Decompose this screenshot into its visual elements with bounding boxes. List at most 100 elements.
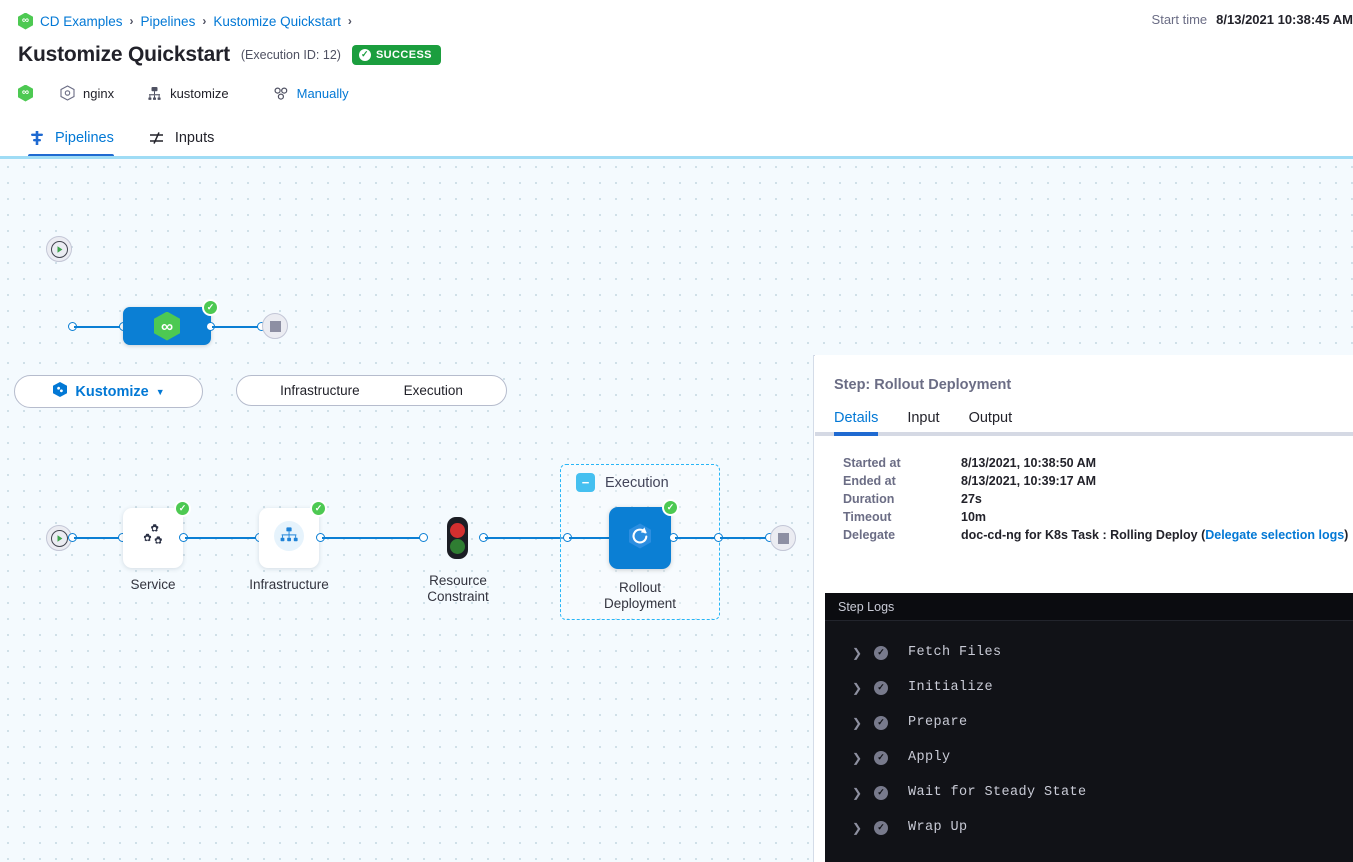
breadcrumb-item-kustomize-quickstart[interactable]: Kustomize Quickstart	[213, 13, 341, 29]
meta-infrastructure: kustomize	[146, 85, 229, 101]
status-success-icon: ✓	[874, 715, 888, 730]
tab-output[interactable]: Output	[968, 410, 1013, 426]
breadcrumb-item-cd-examples[interactable]: CD Examples	[40, 13, 123, 29]
execution-group-title: Execution	[605, 474, 669, 491]
detail-key: Ended at	[843, 474, 896, 488]
graph-edge	[74, 326, 123, 328]
log-row[interactable]: ❯ ✓ Fetch Files	[825, 635, 1353, 670]
graph-edge	[720, 537, 768, 539]
tab-details[interactable]: Details	[834, 410, 879, 436]
start-time-value: 8/13/2021 10:38:45 AM	[1216, 12, 1353, 27]
graph-port	[419, 533, 428, 542]
trigger-manual-icon	[273, 85, 289, 101]
status-success-icon: ✓	[874, 645, 888, 660]
infrastructure-icon	[146, 85, 162, 101]
pipeline-graph-bottom[interactable]: Kustomize ▼ Infrastructure Execution	[0, 355, 814, 862]
status-success-icon: ✓	[174, 500, 191, 517]
delegate-text: doc-cd-ng for K8s Task : Rolling Deploy …	[961, 528, 1206, 542]
graph-edge	[485, 537, 564, 539]
log-row[interactable]: ❯ ✓ Wrap Up	[825, 810, 1353, 845]
tab-inputs[interactable]: Inputs	[148, 129, 215, 156]
graph-edge	[74, 537, 120, 539]
traffic-light-green-icon	[450, 538, 465, 554]
page-header: ∞ CD Examples › Pipelines › Kustomize Qu…	[0, 0, 1353, 112]
tab-inputs-label: Inputs	[174, 129, 215, 146]
step-node-infrastructure[interactable]: ✓	[259, 500, 327, 568]
graph-edge	[212, 326, 261, 328]
status-success-icon: ✓	[662, 499, 679, 516]
stop-icon	[269, 320, 281, 332]
infra-tree-icon	[272, 519, 306, 558]
chevron-right-icon[interactable]: ❯	[852, 750, 863, 765]
log-row[interactable]: ❯ ✓ Prepare	[825, 705, 1353, 740]
pipeline-graph-top[interactable]: ∞ ✓ Kustomize	[0, 156, 1353, 376]
graph-end-node[interactable]	[770, 525, 796, 551]
stage-selector[interactable]: Kustomize ▼	[14, 375, 203, 408]
page-title: Kustomize Quickstart	[18, 42, 230, 66]
tab-pipelines[interactable]: Pipelines	[28, 129, 114, 158]
step-logs-body[interactable]: ❯ ✓ Fetch Files ❯ ✓ Initialize ❯ ✓ Prepa…	[825, 621, 1353, 862]
meta-service: nginx	[59, 85, 114, 101]
detail-key: Timeout	[843, 510, 892, 524]
segment-execution[interactable]: Execution	[403, 383, 463, 398]
step-node-service[interactable]: ✓	[123, 500, 191, 568]
detail-row-delegate: Delegate doc-cd-ng for K8s Task : Rollin…	[843, 528, 1353, 542]
status-success-icon: ✓	[874, 680, 888, 695]
step-detail-tabs: Details Input Output	[815, 410, 1353, 436]
detail-key: Started at	[843, 456, 901, 470]
chevron-right-icon[interactable]: ❯	[852, 645, 863, 660]
graph-edge	[569, 537, 609, 539]
status-badge-label: SUCCESS	[375, 48, 432, 61]
graph-end-node[interactable]	[262, 313, 288, 339]
title-row: Kustomize Quickstart (Execution ID: 12) …	[0, 41, 1353, 68]
step-node-rollout-deployment[interactable]: ✓	[609, 499, 679, 569]
play-icon	[50, 529, 68, 547]
meta-trigger[interactable]: Manually	[273, 85, 349, 101]
graph-start-node[interactable]	[46, 236, 72, 262]
step-node-resource-constraint[interactable]	[447, 517, 468, 559]
inputs-icon	[148, 129, 165, 146]
chevron-right-icon[interactable]: ❯	[852, 715, 863, 730]
chevron-right-icon[interactable]: ❯	[852, 820, 863, 835]
step-node-infrastructure-label: Infrastructure	[249, 577, 329, 592]
detail-row: Ended at 8/13/2021, 10:39:17 AM	[843, 474, 1353, 488]
play-icon	[50, 240, 68, 258]
log-row-label: Prepare	[908, 715, 968, 730]
log-row[interactable]: ❯ ✓ Apply	[825, 740, 1353, 775]
meta-harness: ∞	[18, 84, 33, 102]
chevron-right-icon[interactable]: ❯	[852, 680, 863, 695]
breadcrumb-item-pipelines[interactable]: Pipelines	[140, 13, 196, 29]
start-time: Start time 8/13/2021 10:38:45 AM	[1152, 12, 1353, 27]
check-icon: ✓	[358, 48, 371, 61]
segment-infrastructure[interactable]: Infrastructure	[280, 383, 360, 398]
graph-edge	[185, 537, 256, 539]
delegate-selection-logs-link[interactable]: Delegate selection logs	[1205, 528, 1345, 542]
detail-value: 27s	[961, 492, 982, 506]
status-success-icon: ✓	[202, 299, 219, 316]
harness-logo-icon: ∞	[18, 84, 33, 102]
execution-group-header[interactable]: − Execution	[576, 473, 669, 492]
rollout-refresh-icon	[623, 519, 657, 558]
meta-service-label: nginx	[83, 85, 115, 101]
stop-icon	[777, 532, 789, 544]
tab-input[interactable]: Input	[907, 410, 940, 426]
meta-trigger-label[interactable]: Manually	[296, 85, 349, 101]
stage-node-kustomize[interactable]: ∞ ✓	[123, 299, 219, 345]
service-hex-icon	[59, 85, 75, 101]
minus-icon[interactable]: −	[576, 473, 595, 492]
log-row-label: Fetch Files	[908, 645, 1002, 660]
log-row[interactable]: ❯ ✓ Wait for Steady State	[825, 775, 1353, 810]
graph-start-node[interactable]	[46, 525, 72, 551]
meta-infrastructure-label: kustomize	[170, 85, 229, 101]
execution-id: (Execution ID: 12)	[240, 47, 341, 62]
breadcrumb-separator-icon: ›	[129, 14, 134, 28]
stage-segment-tabs: Infrastructure Execution	[236, 375, 507, 406]
chevron-right-icon[interactable]: ❯	[852, 785, 863, 800]
status-badge: ✓ SUCCESS	[351, 44, 441, 65]
detail-value: doc-cd-ng for K8s Task : Rolling Deploy …	[961, 528, 1348, 542]
execution-meta-row: ∞ nginx kustomize Manually	[0, 82, 1353, 104]
log-row[interactable]: ❯ ✓ Initialize	[825, 670, 1353, 705]
